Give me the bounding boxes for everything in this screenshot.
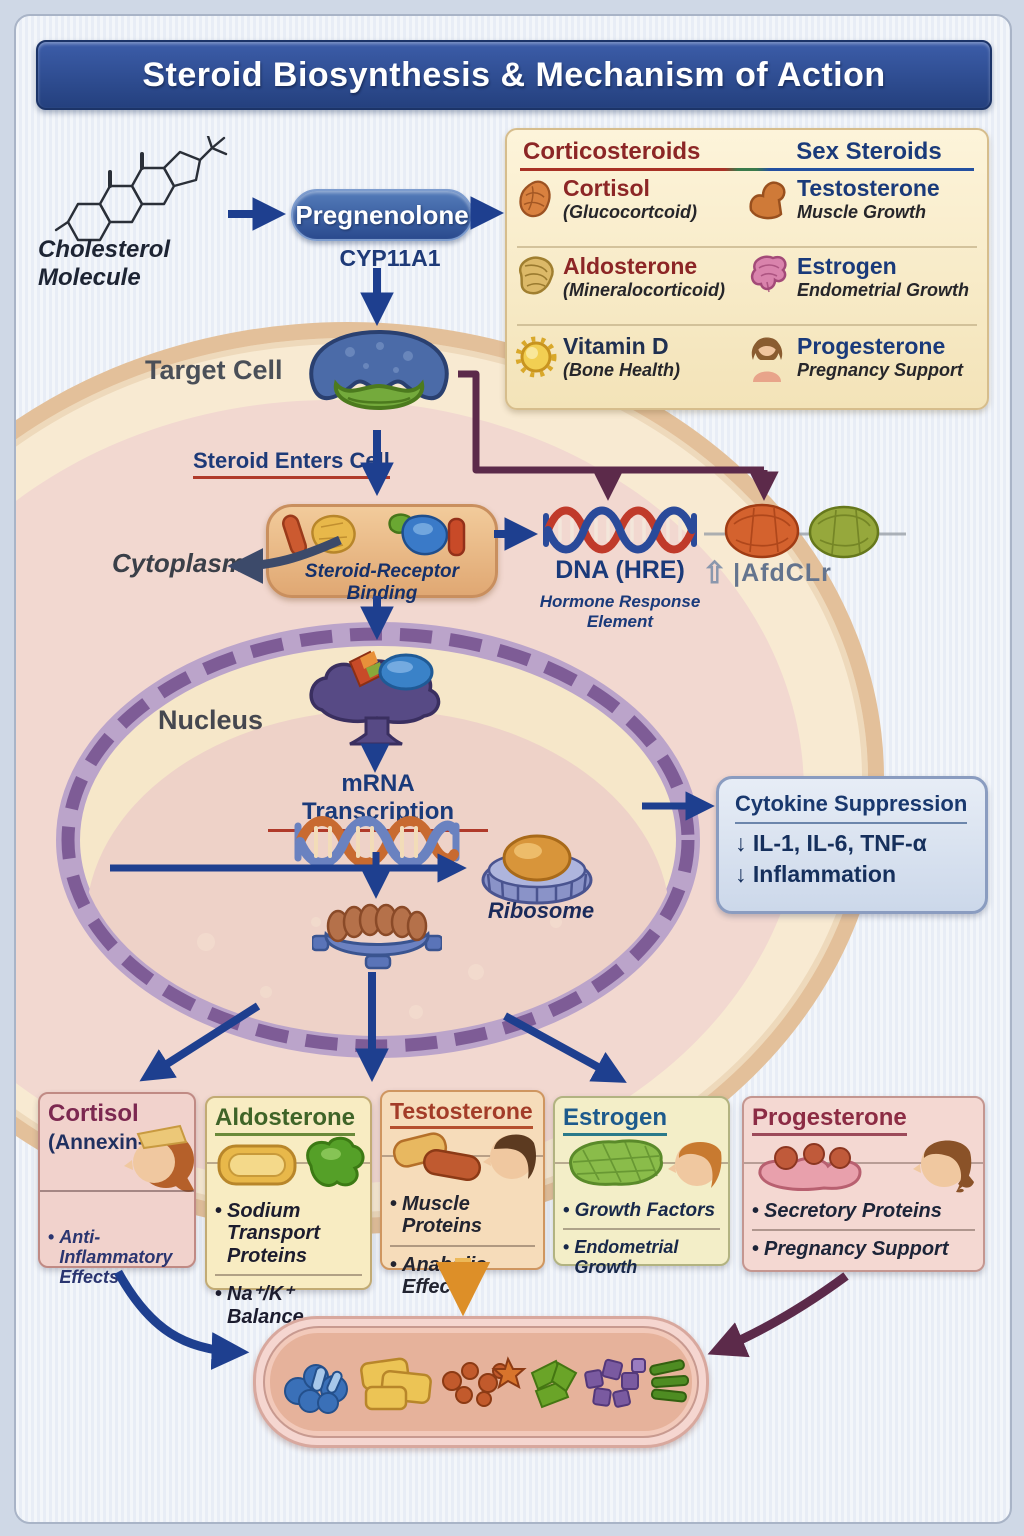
- bullet-dot: •: [752, 1200, 760, 1222]
- effect-title: Cortisol: [48, 1100, 139, 1127]
- bullet-dot: •: [48, 1227, 55, 1247]
- woman-hat-head-icon: [122, 1116, 198, 1204]
- secreted-proteins-capsule: [253, 1316, 709, 1448]
- bullet-dot: •: [390, 1193, 398, 1215]
- effect-bullet: Anti-Inflammatory Effects: [59, 1227, 173, 1288]
- dna-helix-icon: [540, 502, 700, 558]
- panel-item-cortisol: Cortisol (Glucocortcoid): [563, 175, 697, 223]
- nuclear-receptor-complex-icon: [302, 640, 452, 748]
- divider: [752, 1229, 975, 1232]
- progesterone-art: [744, 1136, 983, 1193]
- cytokine-line-2: ↓ Inflammation: [735, 861, 897, 888]
- sex-steroids-header: Sex Steroids: [796, 138, 942, 165]
- bullet-dot: •: [563, 1200, 570, 1221]
- panel-row-divider: [517, 324, 977, 326]
- effect-bullet: Growth Factors: [574, 1200, 716, 1221]
- cytoplasm-label: Cytoplasm: [112, 548, 245, 578]
- coactivator-proteins-icon: [700, 498, 910, 562]
- adrenal-gland-icon: [515, 174, 555, 224]
- effect-bullet: Na⁺/K⁺ Balance: [227, 1283, 304, 1328]
- dna-hre-label: DNA (HRE): [555, 556, 685, 584]
- divider: [390, 1244, 535, 1247]
- cholesterol-label: Cholesterol Molecule: [38, 236, 171, 291]
- steroid-classes-panel: Corticosteroids Sex Steroids Cortisol (G…: [505, 128, 989, 410]
- divider: [563, 1228, 720, 1231]
- effect-bullet: Pregnancy Support: [764, 1238, 949, 1261]
- effect-bullet: Anabolic Effects: [402, 1253, 487, 1299]
- corticosteroids-header: Corticosteroids: [523, 138, 701, 165]
- enzyme-label: CYP11A1: [339, 245, 441, 271]
- ribosome-icon: [478, 828, 596, 906]
- bullet-dot: •: [390, 1253, 398, 1276]
- estrogen-art: [555, 1136, 728, 1192]
- effect-box-cortisol: Cortisol (Annexin-1) •Anti-Inflammatory …: [38, 1092, 198, 1287]
- steroid-receptor-binding-box: Steroid-Receptor Binding: [266, 504, 498, 604]
- ribosome-label: Ribosome: [487, 898, 595, 923]
- panel-item-vitamin-d: Vitamin D (Bone Health): [563, 333, 680, 381]
- effect-subtitle: (Annexin-1): [48, 1131, 164, 1154]
- divider: [40, 1190, 194, 1192]
- protein-clusters-icon: [284, 1356, 690, 1414]
- steroid-enters-label: Steroid Enters Cell: [193, 448, 390, 479]
- effect-title: Estrogen: [563, 1106, 668, 1136]
- page-title: Steroid Biosynthesis & Mechanism of Acti…: [142, 55, 886, 94]
- effect-bullet: Muscle Proteins: [402, 1193, 483, 1238]
- aldosterone-art: [207, 1136, 370, 1192]
- pregnenolone-label: Pregnenolone: [295, 199, 469, 230]
- effect-box-testosterone: Testosterone •Muscle Proteins •Anabolic …: [380, 1090, 545, 1298]
- testosterone-art: [382, 1129, 543, 1185]
- effect-box-aldosterone: Aldosterone •Sodium Transport Proteins •…: [205, 1096, 372, 1328]
- kidney-gland-icon: [513, 252, 557, 302]
- effect-bullet: Endometrial Growth: [574, 1237, 679, 1278]
- art-line: [744, 1162, 983, 1164]
- cholesterol-structure-icon: [52, 136, 272, 254]
- effect-title: Aldosterone: [215, 1106, 356, 1136]
- muscle-figure-icon: [745, 174, 789, 224]
- sun-icon: [513, 332, 559, 382]
- capsule-interior: [270, 1333, 692, 1431]
- membrane-receptor-illustration: [300, 326, 458, 428]
- panel-item-testosterone: Testosterone Muscle Growth: [797, 175, 940, 223]
- panel-item-progesterone: Progesterone Pregnancy Support: [797, 333, 964, 381]
- protein-synthesis-icon: [312, 900, 442, 972]
- effect-bullet: Sodium Transport Proteins: [227, 1200, 320, 1267]
- mrna-helix-icon: [292, 814, 462, 870]
- bullet-dot: •: [215, 1283, 223, 1306]
- effect-bullet: Secretory Proteins: [764, 1200, 942, 1222]
- cytokine-title: Cytokine Suppression: [735, 791, 968, 824]
- panel-item-estrogen: Estrogen Endometrial Growth: [797, 253, 970, 301]
- header-underline: [520, 168, 974, 171]
- effect-box-progesterone: Progesterone •Secretory Proteins •Pregna…: [742, 1096, 985, 1272]
- bullet-dot: •: [563, 1237, 570, 1258]
- effect-title: Progesterone: [752, 1106, 907, 1136]
- cytokine-suppression-box: Cytokine Suppression ↓ IL-1, IL-6, TNF-α…: [716, 776, 988, 914]
- hre-sublabel: Hormone Response Element: [539, 592, 701, 631]
- woman-icon: [745, 330, 789, 384]
- panel-row-divider: [517, 246, 977, 248]
- effect-box-estrogen: Estrogen •Growth Factors •Endometrial Gr…: [553, 1096, 730, 1277]
- cytokine-line-1: ↓ IL-1, IL-6, TNF-α: [735, 830, 927, 856]
- up-arrow-icon: ⇧: [702, 557, 728, 590]
- tissue-icon: [745, 252, 789, 302]
- binding-molecules-icon: [282, 513, 466, 557]
- panel-item-aldosterone: Aldosterone (Mineralocorticoid): [563, 253, 726, 301]
- coactivator-caption: ⇧ |AfdCLr: [702, 556, 832, 591]
- target-cell-label: Target Cell: [145, 355, 283, 385]
- divider: [215, 1274, 362, 1277]
- title-banner: Steroid Biosynthesis & Mechanism of Acti…: [36, 40, 992, 110]
- bullet-dot: •: [215, 1200, 223, 1222]
- nucleus-label: Nucleus: [158, 705, 264, 735]
- coactivator-label: |AfdCLr: [733, 559, 832, 587]
- effect-title: Testosterone: [390, 1100, 533, 1129]
- pregnenolone-node: Pregnenolone: [291, 189, 473, 241]
- binding-label: Steroid-Receptor Binding: [304, 561, 460, 604]
- bullet-dot: •: [752, 1238, 760, 1261]
